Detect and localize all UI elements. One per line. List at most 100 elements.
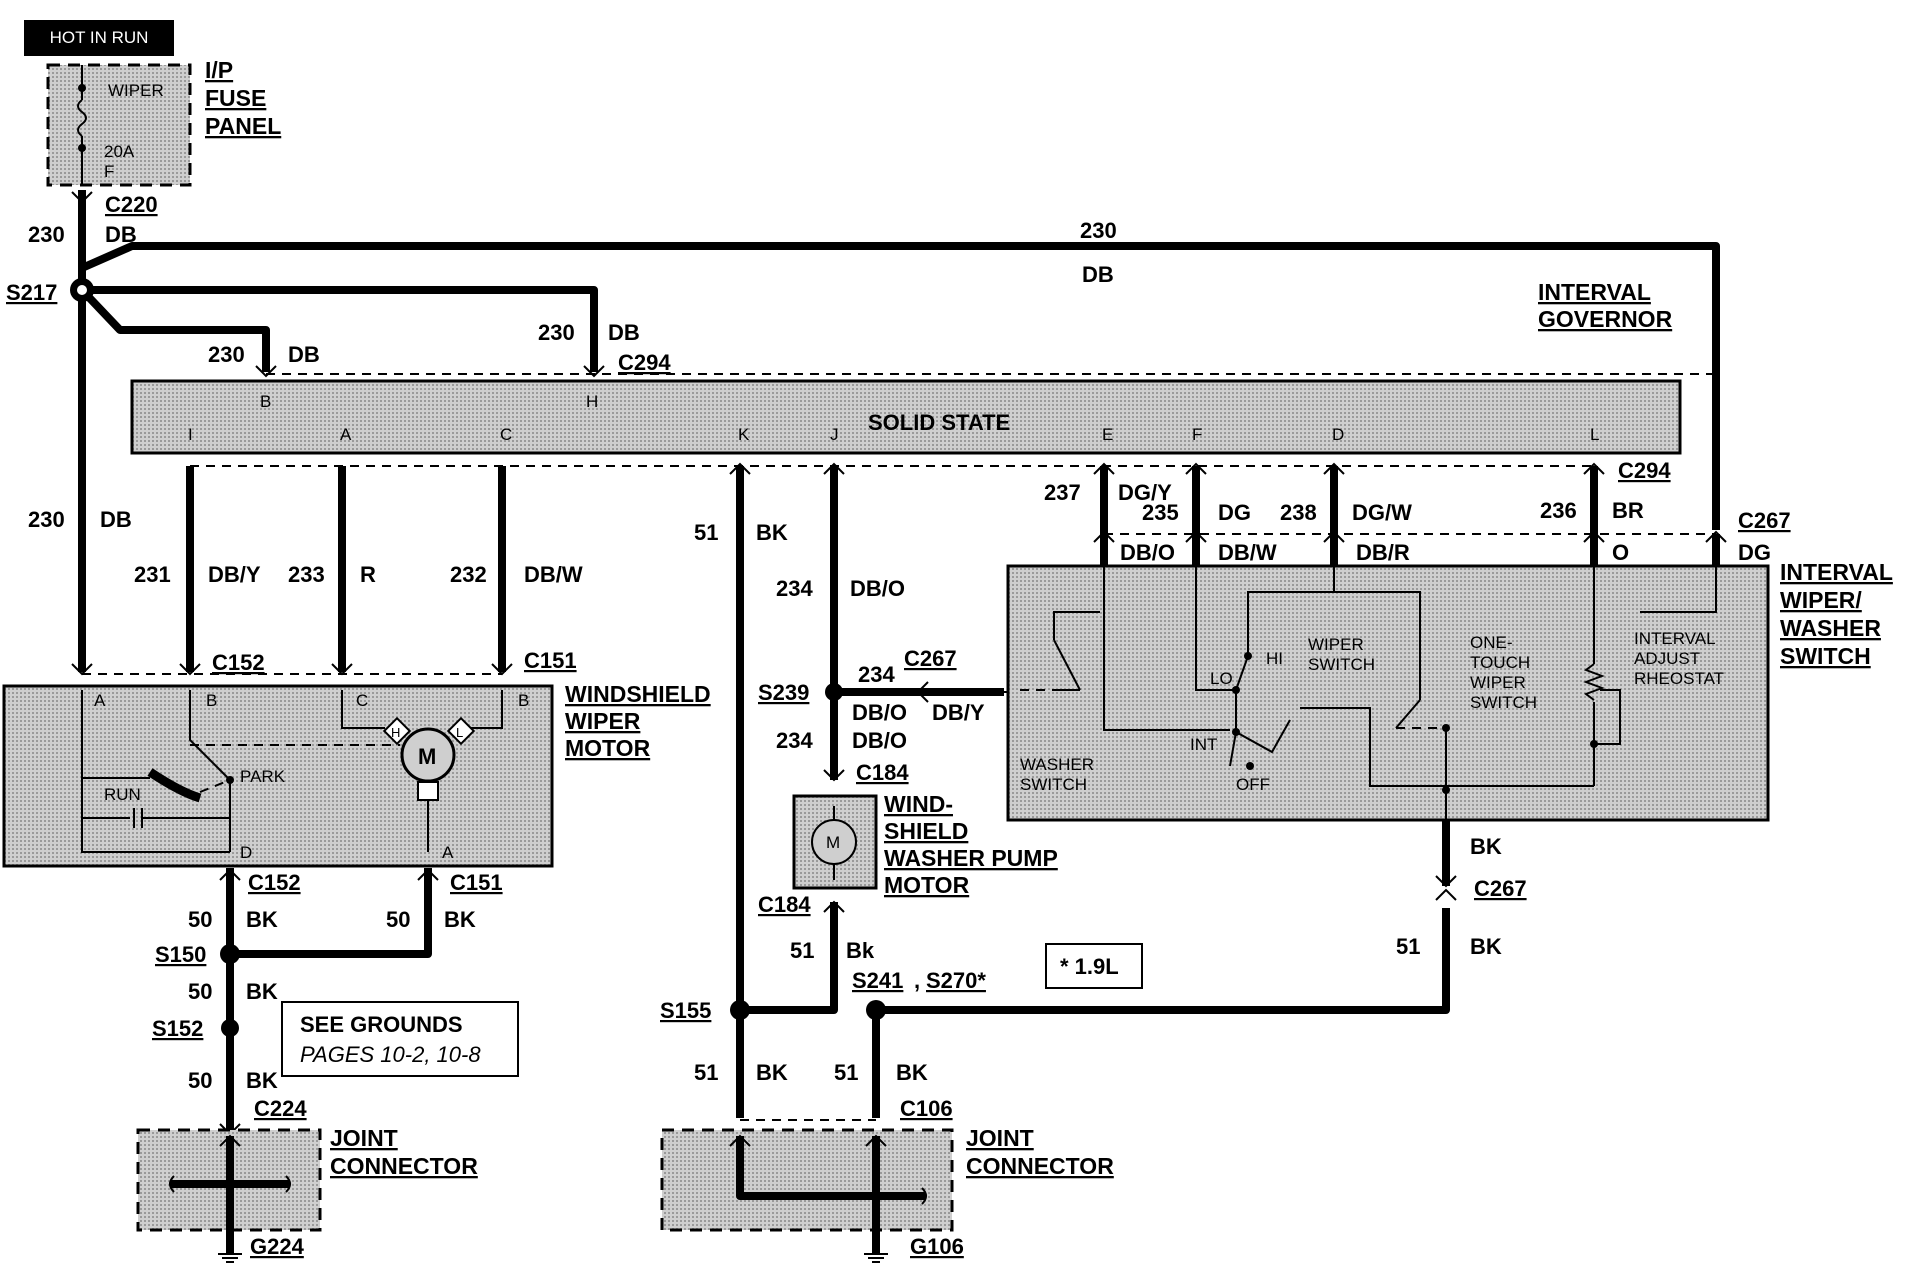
wire-51-label-c: 51 xyxy=(694,1060,718,1085)
governor-pin-k: K xyxy=(738,425,750,444)
hot-in-run-label: HOT IN RUN xyxy=(50,28,149,47)
governor-pin-i: I xyxy=(188,425,193,444)
c152-label-top: C152 xyxy=(212,650,265,675)
joint-center-title-1: JOINT xyxy=(966,1125,1034,1151)
wire-bk-label-d: BK xyxy=(246,1068,278,1093)
see-grounds-pages: PAGES 10-2, 10-8 xyxy=(300,1042,481,1067)
wire-db-label-d: DB xyxy=(100,507,132,532)
wire-dbr-label: DB/R xyxy=(1356,540,1410,565)
governor-pin-d: D xyxy=(1332,425,1344,444)
c151-label-top: C151 xyxy=(524,648,577,673)
joint-center-title-2: CONNECTOR xyxy=(966,1153,1114,1179)
c267-label-s239: C267 xyxy=(904,646,957,671)
wiper-motor-title-1: WINDSHIELD xyxy=(565,681,711,707)
c106-label: C106 xyxy=(900,1096,953,1121)
c224-label: C224 xyxy=(254,1096,307,1121)
s241-comma: , xyxy=(914,968,920,993)
wire-50-label-d: 50 xyxy=(188,1068,212,1093)
wire-230-label-d: 230 xyxy=(28,507,65,532)
c184-label-bottom: C184 xyxy=(758,892,811,917)
wiper-pin-b: B xyxy=(206,691,217,710)
wire-dby-label: DB/Y xyxy=(208,562,261,587)
wiper-motor-m: M xyxy=(418,744,436,769)
s270-label: S270* xyxy=(926,968,986,993)
wire-dbw-label: DB/W xyxy=(524,562,583,587)
wire-dgy-label: DG/Y xyxy=(1118,480,1172,505)
s217-label: S217 xyxy=(6,280,57,305)
onetouch-label-2: TOUCH xyxy=(1470,653,1530,672)
pump-title-3: WASHER PUMP xyxy=(884,845,1058,871)
wire-238-label: 238 xyxy=(1280,500,1317,525)
c267-label-right: C267 xyxy=(1738,508,1791,533)
c267-label-bottom: C267 xyxy=(1474,876,1527,901)
fuse-panel-title-2: FUSE xyxy=(205,85,266,111)
wiper-motor-title-2: WIPER xyxy=(565,708,641,734)
splice-s152-dot xyxy=(221,1019,239,1037)
pump-title-2: SHIELD xyxy=(884,818,968,844)
governor-title-1: INTERVAL xyxy=(1538,279,1651,305)
fuse-panel-title-3: PANEL xyxy=(205,113,281,139)
wiper-motor-box xyxy=(2,684,554,868)
wiper-motor-l: L xyxy=(456,725,463,740)
fuse-panel-title-1: I/P xyxy=(205,57,233,83)
governor-pin-c: C xyxy=(500,425,512,444)
s239-label: S239 xyxy=(758,680,809,705)
wiper-pin-a2: A xyxy=(442,843,454,862)
see-grounds-title: SEE GROUNDS xyxy=(300,1012,463,1037)
wire-50-label-b: 50 xyxy=(386,907,410,932)
joint-left-title-2: CONNECTOR xyxy=(330,1153,478,1179)
wire-bk-label-a: BK xyxy=(246,907,278,932)
c220-label: C220 xyxy=(105,192,158,217)
wire-dbo-label-a: DB/O xyxy=(850,576,905,601)
joint-connector-center xyxy=(660,1128,954,1232)
interval-governor-module xyxy=(130,379,1682,455)
wire-230-label-top: 230 xyxy=(1080,218,1117,243)
wire-dby-label-b: DB/Y xyxy=(932,700,985,725)
governor-pin-f: F xyxy=(1192,425,1202,444)
c152-label-bottom: C152 xyxy=(248,870,301,895)
wiper-pin-c: C xyxy=(356,691,368,710)
wire-db-label-a: DB xyxy=(105,222,137,247)
wire-235-label: 235 xyxy=(1142,500,1179,525)
s152-label: S152 xyxy=(152,1016,203,1041)
governor-pin-j: J xyxy=(830,425,839,444)
splice-s155-dot xyxy=(730,1000,750,1020)
wire-o-label: O xyxy=(1612,540,1629,565)
wire-dg-label-a: DG xyxy=(1218,500,1251,525)
onetouch-label-4: SWITCH xyxy=(1470,693,1537,712)
wire-234-label-a: 234 xyxy=(776,576,813,601)
fuse-rating: 20A xyxy=(104,142,135,161)
wire-dbo-label-b: DB/O xyxy=(852,700,907,725)
wiper-motor-h: H xyxy=(391,725,400,740)
wire-51-label-a: 51 xyxy=(694,520,718,545)
wiper-motor-title-3: MOTOR xyxy=(565,735,651,761)
c294-label-top: C294 xyxy=(618,350,671,375)
park-label: PARK xyxy=(240,767,286,786)
wire-db-label-top: DB xyxy=(1082,262,1114,287)
wire-dbo-label-d: DB/O xyxy=(1120,540,1175,565)
c294-label-right: C294 xyxy=(1618,458,1671,483)
note-19l-box xyxy=(1045,943,1143,989)
wire-51-label-b: 51 xyxy=(790,938,814,963)
joint-left-title-1: JOINT xyxy=(330,1125,398,1151)
governor-pin-b: B xyxy=(260,392,271,411)
wire-dgw-label: DG/W xyxy=(1352,500,1412,525)
switch-title-1: INTERVAL xyxy=(1780,559,1893,585)
wire-dbw-label-b: DB/W xyxy=(1218,540,1277,565)
wire-231-label: 231 xyxy=(134,562,171,587)
wire-51-label-e: 51 xyxy=(1396,934,1420,959)
washer-switch-label-2: SWITCH xyxy=(1020,775,1087,794)
fuse-id: F xyxy=(104,162,114,181)
interval-switch-box xyxy=(1006,564,1770,822)
fuse-name: WIPER xyxy=(108,81,164,100)
wire-r-label: R xyxy=(360,562,376,587)
solid-state-label: SOLID STATE xyxy=(868,410,1010,435)
onetouch-label-1: ONE- xyxy=(1470,633,1513,652)
wire-dg-label-b: DG xyxy=(1738,540,1771,565)
wire-bk-label-j: BK xyxy=(1470,934,1502,959)
wire-232-label: 232 xyxy=(450,562,487,587)
rheostat-label-3: RHEOSTAT xyxy=(1634,669,1724,688)
wire-51-label-d: 51 xyxy=(834,1060,858,1085)
switch-title-2: WIPER/ xyxy=(1780,587,1862,613)
